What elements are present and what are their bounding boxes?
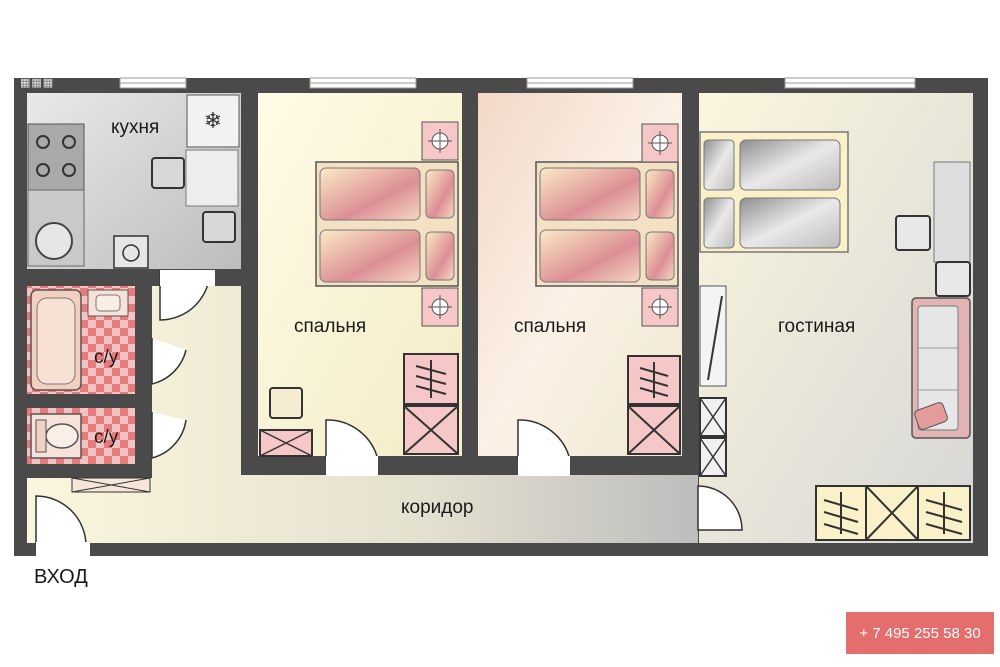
bathtub-inner	[36, 297, 76, 385]
living-cabinet-1	[699, 397, 727, 437]
double-bed-1	[315, 161, 459, 287]
living-cabinet-2	[699, 437, 727, 477]
wardrobe-hangers-1	[403, 353, 459, 405]
toilet-tank	[35, 419, 47, 453]
kitchen-appliance-dial	[122, 244, 140, 262]
bedside-lamp-icon	[421, 121, 459, 161]
sofa	[911, 297, 971, 439]
corridor-floor	[27, 286, 698, 543]
room-label-bedroom2: спальня	[514, 316, 587, 337]
living-bed	[699, 131, 849, 253]
bedside-lamp-icon	[641, 123, 679, 163]
toilet-bowl	[45, 423, 79, 449]
washbasin-bowl	[95, 294, 121, 312]
bathroom-divider-wall	[27, 394, 152, 408]
living-chair-2	[935, 261, 971, 297]
entry-cabinet-cross	[71, 477, 151, 493]
entry-label: ВХОД	[34, 566, 88, 588]
room-label-bathroom1: с/у	[94, 347, 119, 368]
snowflake-icon: ❄	[204, 109, 222, 134]
living-wardrobe	[815, 485, 971, 541]
living-chair-1	[895, 215, 931, 251]
bedroom1-chair	[269, 387, 303, 419]
company-logo: ▦▦▦	[20, 77, 55, 89]
bathroom-vertical-wall	[135, 286, 152, 464]
tv-stand	[699, 285, 727, 387]
windows	[119, 77, 916, 89]
kitchen-chair-1	[151, 157, 185, 189]
bedroom1-dresser	[259, 429, 313, 457]
room-label-living: гостиная	[778, 316, 856, 337]
room-label-bedroom1: спальня	[294, 316, 367, 337]
room-label-kitchen: кухня	[111, 117, 160, 138]
bedside-lamp-icon	[641, 287, 679, 327]
room-label-bathroom2: с/у	[94, 427, 119, 448]
stove-burners	[36, 135, 76, 177]
room-label-corridor: коридор	[401, 497, 474, 518]
wardrobe-hangers-2	[627, 355, 681, 405]
kitchen-table	[185, 149, 239, 207]
contact-phone-badge[interactable]: + 7 495 255 58 30	[846, 612, 994, 654]
double-bed-2	[535, 161, 679, 287]
kitchen-appliance	[113, 235, 149, 269]
bedside-lamp-icon	[421, 287, 459, 327]
wardrobe-box-1	[403, 405, 459, 455]
kitchen-chair-2	[202, 211, 236, 243]
fridge	[186, 94, 240, 148]
living-desk	[933, 161, 971, 263]
kitchen-sink	[35, 222, 73, 260]
contact-phone-text: + 7 495 255 58 30	[859, 624, 981, 642]
stove	[27, 123, 85, 191]
doors	[35, 269, 743, 558]
wardrobe-box-2	[627, 405, 681, 455]
